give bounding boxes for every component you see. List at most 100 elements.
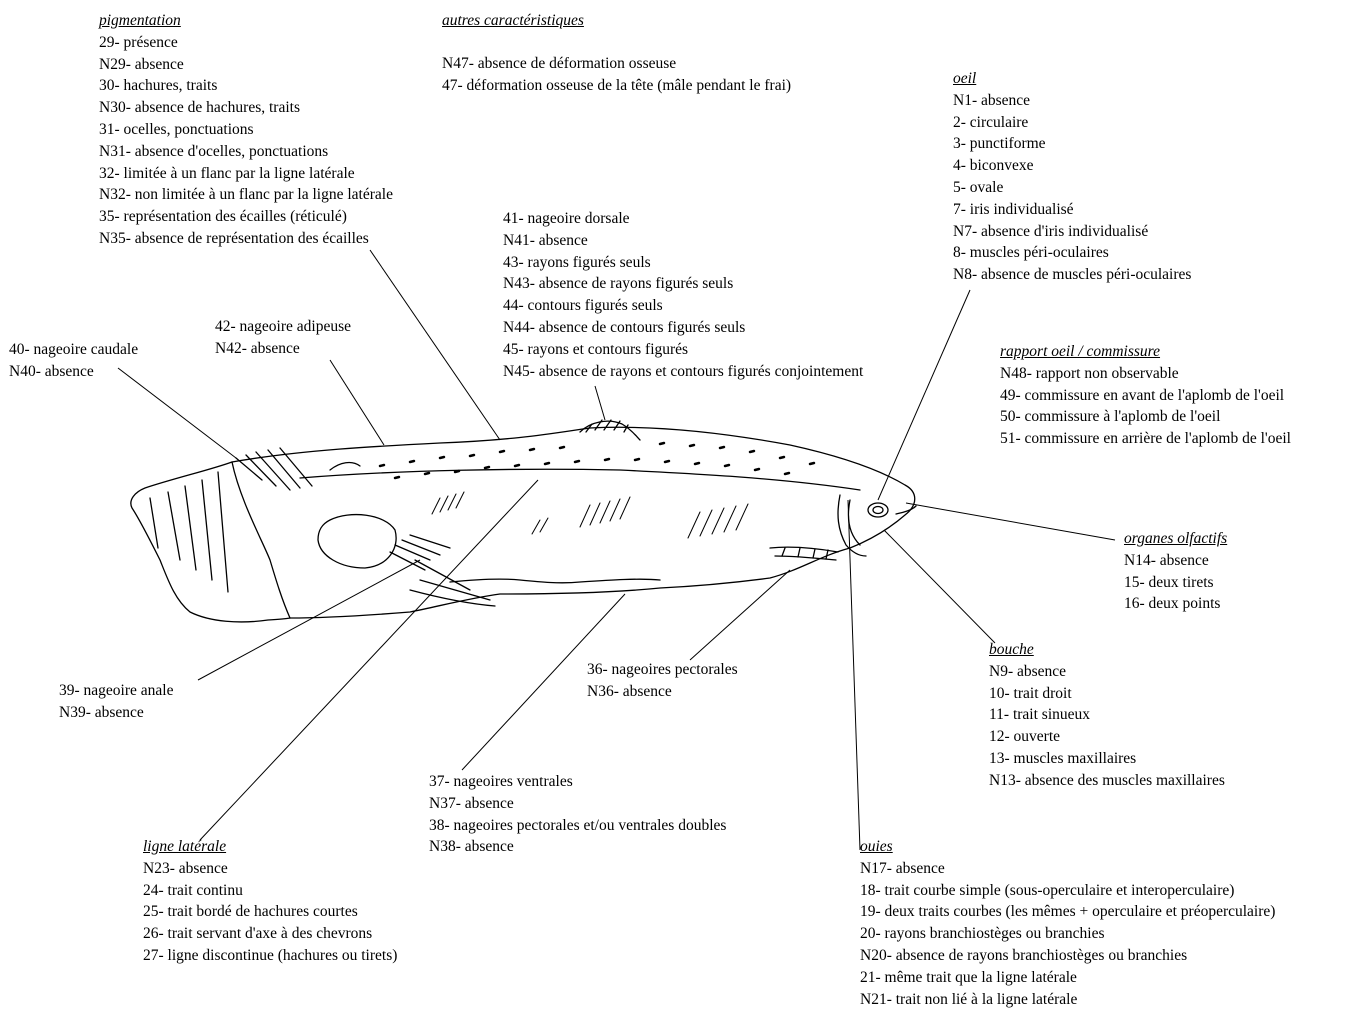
ligne-item: 25- trait bordé de hachures courtes (143, 901, 397, 923)
adipeuse-item: N42- absence (215, 338, 351, 360)
dorsale-item: 41- nageoire dorsale (503, 208, 863, 230)
pectorales-block: 36- nageoires pectorales N36- absence (587, 659, 738, 703)
eye (868, 503, 888, 517)
oeil-item: 7- iris individualisé (953, 199, 1191, 221)
autres-heading: autres caractéristiques (442, 10, 791, 32)
olfactifs-block: organes olfactifs N14- absence 15- deux … (1124, 528, 1227, 615)
bouche-item: N9- absence (989, 661, 1225, 683)
pigmentation-item: N29- absence (99, 54, 393, 76)
ventral-fin (390, 535, 490, 600)
adipeuse-item: 42- nageoire adipeuse (215, 316, 351, 338)
pigmentation-item: 29- présence (99, 32, 393, 54)
bouche-block: bouche N9- absence 10- trait droit 11- t… (989, 639, 1225, 792)
leader-anale (198, 560, 420, 680)
bouche-item: N13- absence des muscles maxillaires (989, 770, 1225, 792)
rapport-item: 51- commissure en arrière de l'aplomb de… (1000, 428, 1291, 450)
ventrales-item: 38- nageoires pectorales et/ou ventrales… (429, 815, 726, 837)
anale-item: 39- nageoire anale (59, 680, 173, 702)
bouche-item: 13- muscles maxillaires (989, 748, 1225, 770)
ventrales-item: 37- nageoires ventrales (429, 771, 726, 793)
pigmentation-item: N35- absence de représentation des écail… (99, 228, 393, 250)
ouies-item: N17- absence (860, 858, 1275, 880)
leader-dorsale (595, 386, 605, 420)
oeil-item: 8- muscles péri-oculaires (953, 242, 1191, 264)
ouies-item: N20- absence de rayons branchiostèges ou… (860, 945, 1275, 967)
ventrales-item: N37- absence (429, 793, 726, 815)
adipeuse-block: 42- nageoire adipeuse N42- absence (215, 316, 351, 360)
leader-pectorales (690, 570, 790, 660)
oeil-item: 3- punctiforme (953, 133, 1191, 155)
rapport-heading: rapport oeil / commissure (1000, 341, 1291, 363)
bouche-item: 11- trait sinueux (989, 704, 1225, 726)
ligne-block: ligne latérale N23- absence 24- trait co… (143, 836, 397, 967)
rapport-item: 49- commissure en avant de l'aplomb de l… (1000, 385, 1291, 407)
ventrales-item: N38- absence (429, 836, 726, 858)
rapport-item: N48- rapport non observable (1000, 363, 1291, 385)
ligne-item: N23- absence (143, 858, 397, 880)
anal-fin (318, 515, 396, 568)
dorsale-item: N41- absence (503, 230, 863, 252)
autres-item: N47- absence de déformation osseuse (442, 53, 791, 75)
bouche-item: 10- trait droit (989, 683, 1225, 705)
dorsale-block: 41- nageoire dorsale N41- absence 43- ra… (503, 208, 863, 382)
leader-pigmentation (370, 250, 500, 440)
ouies-item: 19- deux traits courbes (les mêmes + ope… (860, 901, 1275, 923)
rapport-item: 50- commissure à l'aplomb de l'oeil (1000, 406, 1291, 428)
bouche-item: 12- ouverte (989, 726, 1225, 748)
adipose-fin (330, 463, 360, 470)
ligne-item: 27- ligne discontinue (hachures ou tiret… (143, 945, 397, 967)
pigmentation-item: N32- non limitée à un flanc par la ligne… (99, 184, 393, 206)
oeil-heading: oeil (953, 68, 1191, 90)
leader-olfactifs (906, 503, 1115, 540)
dorsale-item: N43- absence de rayons figurés seuls (503, 273, 863, 295)
dorsale-item: 44- contours figurés seuls (503, 295, 863, 317)
olfactifs-item: N14- absence (1124, 550, 1227, 572)
ligne-item: 26- trait servant d'axe à des chevrons (143, 923, 397, 945)
pectorales-item: 36- nageoires pectorales (587, 659, 738, 681)
olfactifs-item: 16- deux points (1124, 593, 1227, 615)
oeil-item: 4- biconvexe (953, 155, 1191, 177)
pigmentation-item: 35- représentation des écailles (réticul… (99, 206, 393, 228)
oeil-item: 2- circulaire (953, 112, 1191, 134)
leader-adipeuse (330, 360, 384, 445)
rapport-block: rapport oeil / commissure N48- rapport n… (1000, 341, 1291, 450)
pectorales-item: N36- absence (587, 681, 738, 703)
anale-block: 39- nageoire anale N39- absence (59, 680, 173, 724)
dorsale-item: N45- absence de rayons et contours figur… (503, 361, 863, 383)
ouies-block: ouies N17- absence 18- trait courbe simp… (860, 836, 1275, 1010)
oeil-item: N1- absence (953, 90, 1191, 112)
leader-oeil (878, 290, 970, 500)
dorsale-item: N44- absence de contours figurés seuls (503, 317, 863, 339)
caudale-item: 40- nageoire caudale (9, 339, 138, 361)
dorsal-fin (580, 421, 640, 440)
dorsale-item: 43- rayons figurés seuls (503, 252, 863, 274)
caudale-item: N40- absence (9, 361, 138, 383)
ouies-item: 20- rayons branchiostèges ou branchies (860, 923, 1275, 945)
fish-body-outline (232, 427, 915, 618)
pigmentation-item: N31- absence d'ocelles, ponctuations (99, 141, 393, 163)
oeil-item: N7- absence d'iris individualisé (953, 221, 1191, 243)
caudal-fin (131, 462, 290, 622)
ouies-item: 18- trait courbe simple (sous-operculair… (860, 880, 1275, 902)
autres-item: 47- déformation osseuse de la tête (mâle… (442, 75, 791, 97)
autres-block: autres caractéristiques N47- absence de … (442, 10, 791, 96)
pigmentation-item: N30- absence de hachures, traits (99, 97, 393, 119)
oeil-item: N8- absence de muscles péri-oculaires (953, 264, 1191, 286)
ventrales-block: 37- nageoires ventrales N37- absence 38-… (429, 771, 726, 858)
dorsale-item: 45- rayons et contours figurés (503, 339, 863, 361)
ouies-heading: ouies (860, 836, 1275, 858)
ouies-item: 21- même trait que la ligne latérale (860, 967, 1275, 989)
bouche-heading: bouche (989, 639, 1225, 661)
leader-bouche (884, 530, 995, 643)
pigmentation-item: 30- hachures, traits (99, 75, 393, 97)
lateral-line (300, 469, 860, 490)
pigmentation-heading: pigmentation (99, 10, 393, 32)
olfactifs-heading: organes olfactifs (1124, 528, 1227, 550)
pigmentation-item: 31- ocelles, ponctuations (99, 119, 393, 141)
anale-item: N39- absence (59, 702, 173, 724)
oeil-block: oeil N1- absence 2- circulaire 3- puncti… (953, 68, 1191, 286)
caudale-block: 40- nageoire caudale N40- absence (9, 339, 138, 383)
ligne-heading: ligne latérale (143, 836, 397, 858)
pigmentation-item: 32- limitée à un flanc par la ligne laté… (99, 163, 393, 185)
olfactifs-item: 15- deux tirets (1124, 572, 1227, 594)
